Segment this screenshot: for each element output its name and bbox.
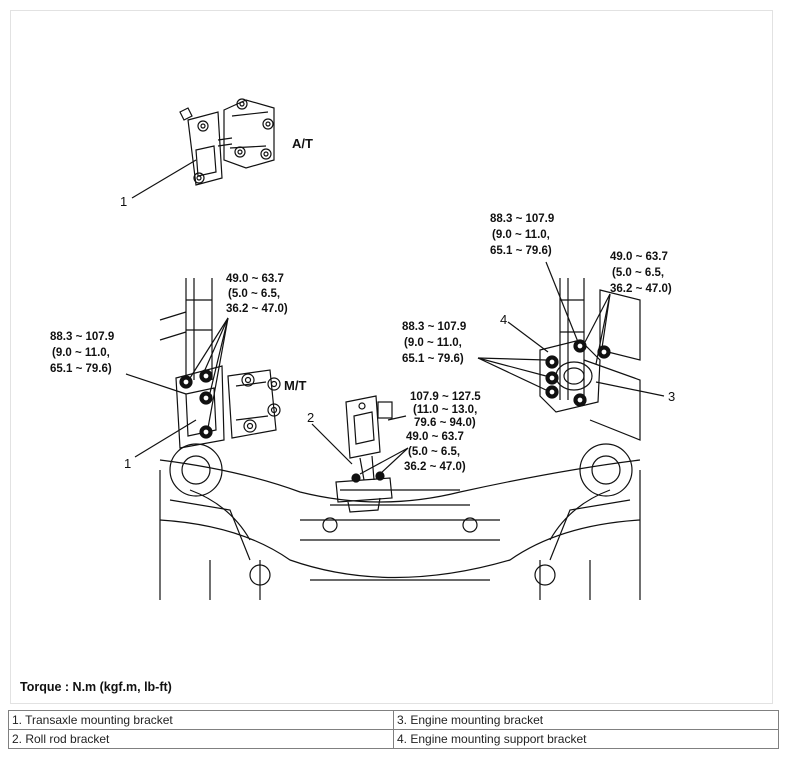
legend-item-2: 2. Roll rod bracket <box>8 729 394 749</box>
right-side-rail-drawing <box>559 278 641 441</box>
mt-label: M/T <box>284 378 306 393</box>
torque-spec-center-lower: 49.0 ~ 63.7 (5.0 ~ 6.5, 36.2 ~ 47.0) <box>404 431 467 473</box>
parts-legend-table: 1. Transaxle mounting bracket 3. Engine … <box>8 710 779 749</box>
at-label: A/T <box>292 136 313 151</box>
torque-spec-right-mid: 88.3 ~ 107.9 (9.0 ~ 11.0, 65.1 ~ 79.6) <box>402 321 469 365</box>
diagram-frame <box>10 10 773 704</box>
leader-lines-center <box>311 415 409 475</box>
roll-rod-bracket-drawing <box>335 395 393 513</box>
legend-item-4: 4. Engine mounting support bracket <box>393 729 779 749</box>
legend-row: 1. Transaxle mounting bracket 3. Engine … <box>8 710 779 730</box>
legend-row: 2. Roll rod bracket 4. Engine mounting s… <box>8 729 779 749</box>
leader-lines-right <box>477 261 665 397</box>
torque-spec-right-far: 49.0 ~ 63.7 (5.0 ~ 6.5, 36.2 ~ 47.0) <box>610 251 672 295</box>
leader-line <box>131 159 197 199</box>
leader-lines-left <box>125 317 229 458</box>
subframe-drawing <box>159 443 641 600</box>
callout-2: 2 <box>307 410 314 425</box>
legend-item-1: 1. Transaxle mounting bracket <box>8 710 394 730</box>
engine-mount-diagram: A/T M/T 1 1 2 3 4 49.0 ~ 63.7 (5.0 ~ 6.5… <box>50 98 675 600</box>
torque-spec-left-side: 88.3 ~ 107.9 (9.0 ~ 11.0, 65.1 ~ 79.6) <box>50 331 117 375</box>
torque-spec-center-upper: 107.9 ~ 127.5 (11.0 ~ 13.0, 79.6 ~ 94.0) <box>410 391 484 429</box>
callout-3: 3 <box>668 389 675 404</box>
left-side-rail-drawing <box>159 278 213 380</box>
torque-spec-left-top: 49.0 ~ 63.7 (5.0 ~ 6.5, 36.2 ~ 47.0) <box>226 273 288 315</box>
torque-spec-right-top: 88.3 ~ 107.9 (9.0 ~ 11.0, 65.1 ~ 79.6) <box>490 213 557 257</box>
torque-units-note: Torque : N.m (kgf.m, lb-ft) <box>20 680 172 694</box>
callout-4: 4 <box>500 312 507 327</box>
callout-1-top: 1 <box>120 194 127 209</box>
mt-transaxle-bracket-drawing <box>175 365 281 449</box>
callout-1-mid: 1 <box>124 456 131 471</box>
engine-mounting-bracket-drawing <box>539 339 611 413</box>
legend-item-3: 3. Engine mounting bracket <box>393 710 779 730</box>
at-transaxle-bracket-drawing <box>179 98 275 186</box>
